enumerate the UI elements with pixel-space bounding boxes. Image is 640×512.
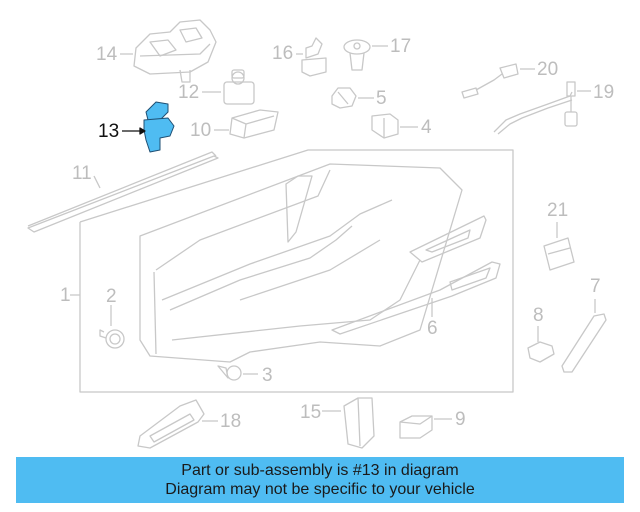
part-12-mirror-switch: [223, 69, 255, 105]
banner-line-part: Part or sub-assembly is #13 in diagram: [181, 462, 459, 479]
callout-6: 6: [427, 318, 438, 339]
callout-13[interactable]: 13: [98, 121, 120, 142]
callout-5: 5: [376, 88, 387, 109]
callout-19: 19: [593, 82, 615, 103]
part-6-trim: [331, 261, 501, 335]
callout-10: 10: [190, 120, 212, 141]
part-8-clip: [527, 341, 555, 363]
callout-17: 17: [390, 36, 412, 57]
part-17-clip: [343, 39, 371, 71]
part-20-harness: [461, 63, 519, 99]
callout-7: 7: [590, 276, 601, 297]
part-9-switch: [399, 415, 433, 439]
part-11-strip: [27, 151, 219, 233]
part-10-switch: [229, 109, 279, 139]
callout-4: 4: [421, 117, 432, 138]
callout-11: 11: [72, 163, 92, 184]
part-2-plug: [99, 329, 125, 349]
part-4-cap: [371, 113, 399, 139]
part-5-clip: [331, 87, 357, 109]
info-banner: Part or sub-assembly is #13 in diagram D…: [16, 457, 624, 503]
callout-16: 16: [272, 43, 294, 64]
callout-15: 15: [300, 402, 322, 423]
part-3-clip: [217, 365, 242, 381]
callout-14: 14: [96, 44, 118, 65]
part-14-window-switch: [133, 19, 217, 83]
panel-box-outline: [79, 149, 514, 393]
callout-8: 8: [533, 305, 544, 326]
door-panel-trim: [139, 163, 463, 363]
part-19-cable: [493, 81, 578, 135]
part-7-trim: [561, 313, 607, 373]
part-16-bracket: [301, 37, 327, 77]
part-13-switch-highlighted: [143, 101, 175, 153]
callout-3: 3: [262, 365, 273, 386]
banner-line-disclaimer: Diagram may not be specific to your vehi…: [165, 481, 475, 498]
part-15-switch: [343, 397, 375, 449]
callout-21: 21: [547, 200, 569, 221]
part-21-module: [543, 237, 575, 271]
callout-1: 1: [60, 285, 71, 306]
callout-2: 2: [106, 286, 117, 307]
callout-12: 12: [178, 82, 200, 103]
part-18-handle: [137, 399, 205, 449]
callout-20: 20: [537, 59, 559, 80]
callout-18: 18: [220, 411, 242, 432]
callout-9: 9: [455, 409, 466, 430]
inner-handle: [409, 215, 487, 263]
